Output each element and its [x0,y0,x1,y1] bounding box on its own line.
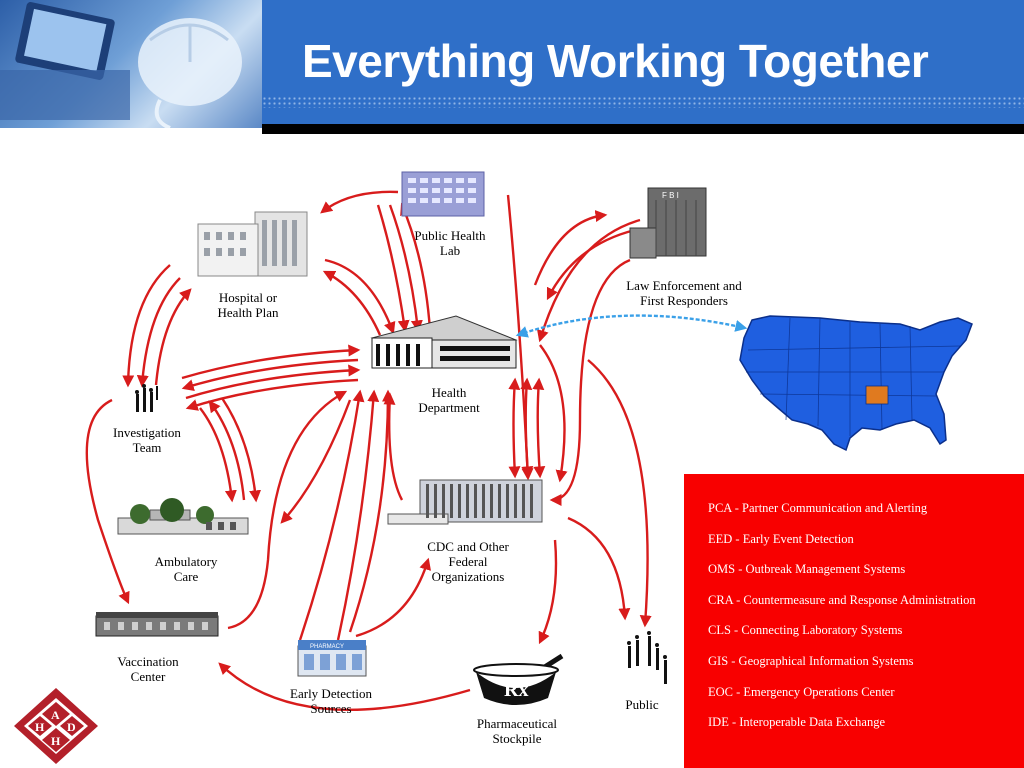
label-public: Public [625,697,659,712]
highlighted-state [865,385,889,405]
legend-item-pca: PCA - Partner Communication and Alerting [708,501,928,515]
public-icon [627,631,667,684]
rx-symbol: Rx [504,679,528,701]
cdc-building-icon [387,479,543,525]
header-dots [262,96,1024,108]
health-department-icon [370,315,518,369]
adhh-logo: A D H H [0,682,112,768]
logo-letter-h-left: H [35,720,45,734]
label-pharmaceutical-stockpile: Pharmaceutical Stockpile [476,716,558,746]
legend-item-eed: EED - Early Event Detection [708,532,854,546]
legend-item-eoc: EOC - Emergency Operations Center [708,685,895,699]
logo-letter-d: D [67,720,76,734]
investigation-team-icon [135,384,158,412]
legend-item-gis: GIS - Geographical Information Systems [708,654,914,668]
logo-letter-h-bottom: H [51,734,61,748]
label-vaccination-center: Vaccination Center [117,654,179,684]
pharmacy-icon: PHARMACY [297,640,367,677]
header-photo [0,0,262,128]
label-public-health-lab: Public Health Lab [414,228,486,258]
page-title: Everything Working Together [302,35,929,87]
label-ambulatory-care: Ambulatory Care [154,554,218,584]
connection-arrows [85,190,652,712]
legend-item-ide: IDE - Interoperable Data Exchange [708,715,885,729]
map-link-arrow [515,314,748,338]
ambulatory-care-icon [117,498,249,535]
pharmacy-sign: PHARMACY [310,644,344,650]
label-early-detection: Early Detection Sources [290,686,372,716]
label-investigation-team: Investigation Team [113,425,181,455]
us-map-icon [739,315,973,452]
hospital-icon [197,211,308,277]
fbi-building-icon: F B I [629,187,707,259]
public-health-lab-icon [401,171,485,217]
laptop-mouse-illustration [0,2,242,128]
legend-item-cls: CLS - Connecting Laboratory Systems [708,623,903,637]
adhh-logo-mark: A D H H [14,688,98,764]
legend-item-oms: OMS - Outbreak Management Systems [708,562,906,576]
label-law-enforcement: Law Enforcement and First Responders [626,278,742,308]
fbi-sign: F B I [662,191,679,200]
label-cdc: CDC and Other Federal Organizations [427,539,509,584]
rx-mortar-icon: Rx [473,653,564,705]
label-hospital: Hospital or Health Plan [217,290,279,320]
vaccination-center-icon [95,612,219,637]
label-health-department: Health Department [418,385,480,415]
legend-panel [684,474,1024,768]
logo-letter-a: A [51,708,60,722]
legend-item-cra: CRA - Countermeasure and Response Admini… [708,593,976,607]
header-rule [262,124,1024,134]
